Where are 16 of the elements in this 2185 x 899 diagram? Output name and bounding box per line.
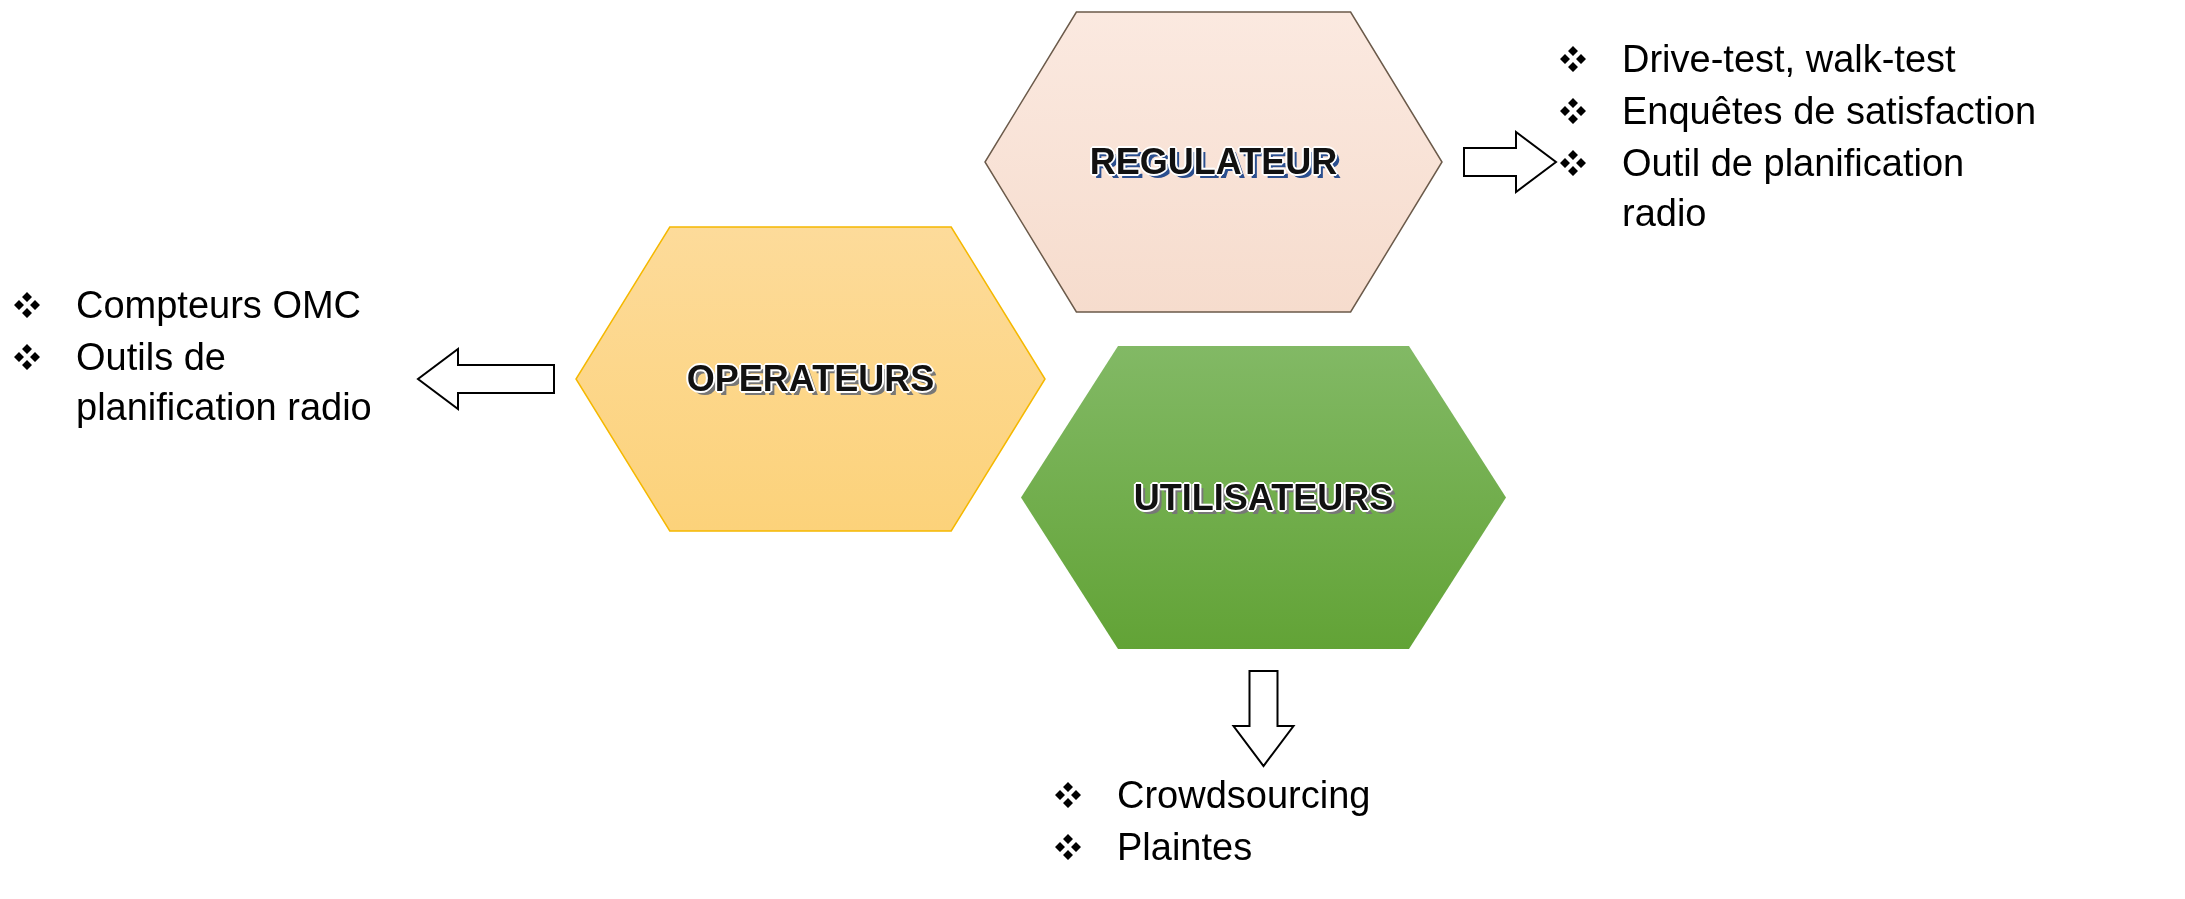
block-arrow	[1463, 130, 1558, 194]
hexagon-label: REGULATEUR	[1089, 141, 1338, 183]
hexagon	[1021, 346, 1506, 649]
list-item: Compteurs OMC	[76, 283, 362, 328]
list-item: Drive-test, walk-test	[1622, 37, 1956, 82]
block-arrow	[416, 347, 555, 411]
list-item: Outils de planification radio	[76, 335, 373, 430]
hexagon-label: UTILISATEURS	[1133, 476, 1394, 519]
list-item: Plaintes	[1117, 825, 1253, 870]
list-item: Outil de planification radio	[1622, 141, 1966, 236]
hexagon-label: OPERATEURS	[686, 358, 935, 400]
hexagon	[576, 227, 1045, 531]
block-arrow	[1231, 670, 1296, 768]
list-item: Enquêtes de satisfaction	[1622, 89, 2037, 134]
list-item: Crowdsourcing	[1117, 773, 1371, 818]
hexagon	[985, 12, 1442, 312]
